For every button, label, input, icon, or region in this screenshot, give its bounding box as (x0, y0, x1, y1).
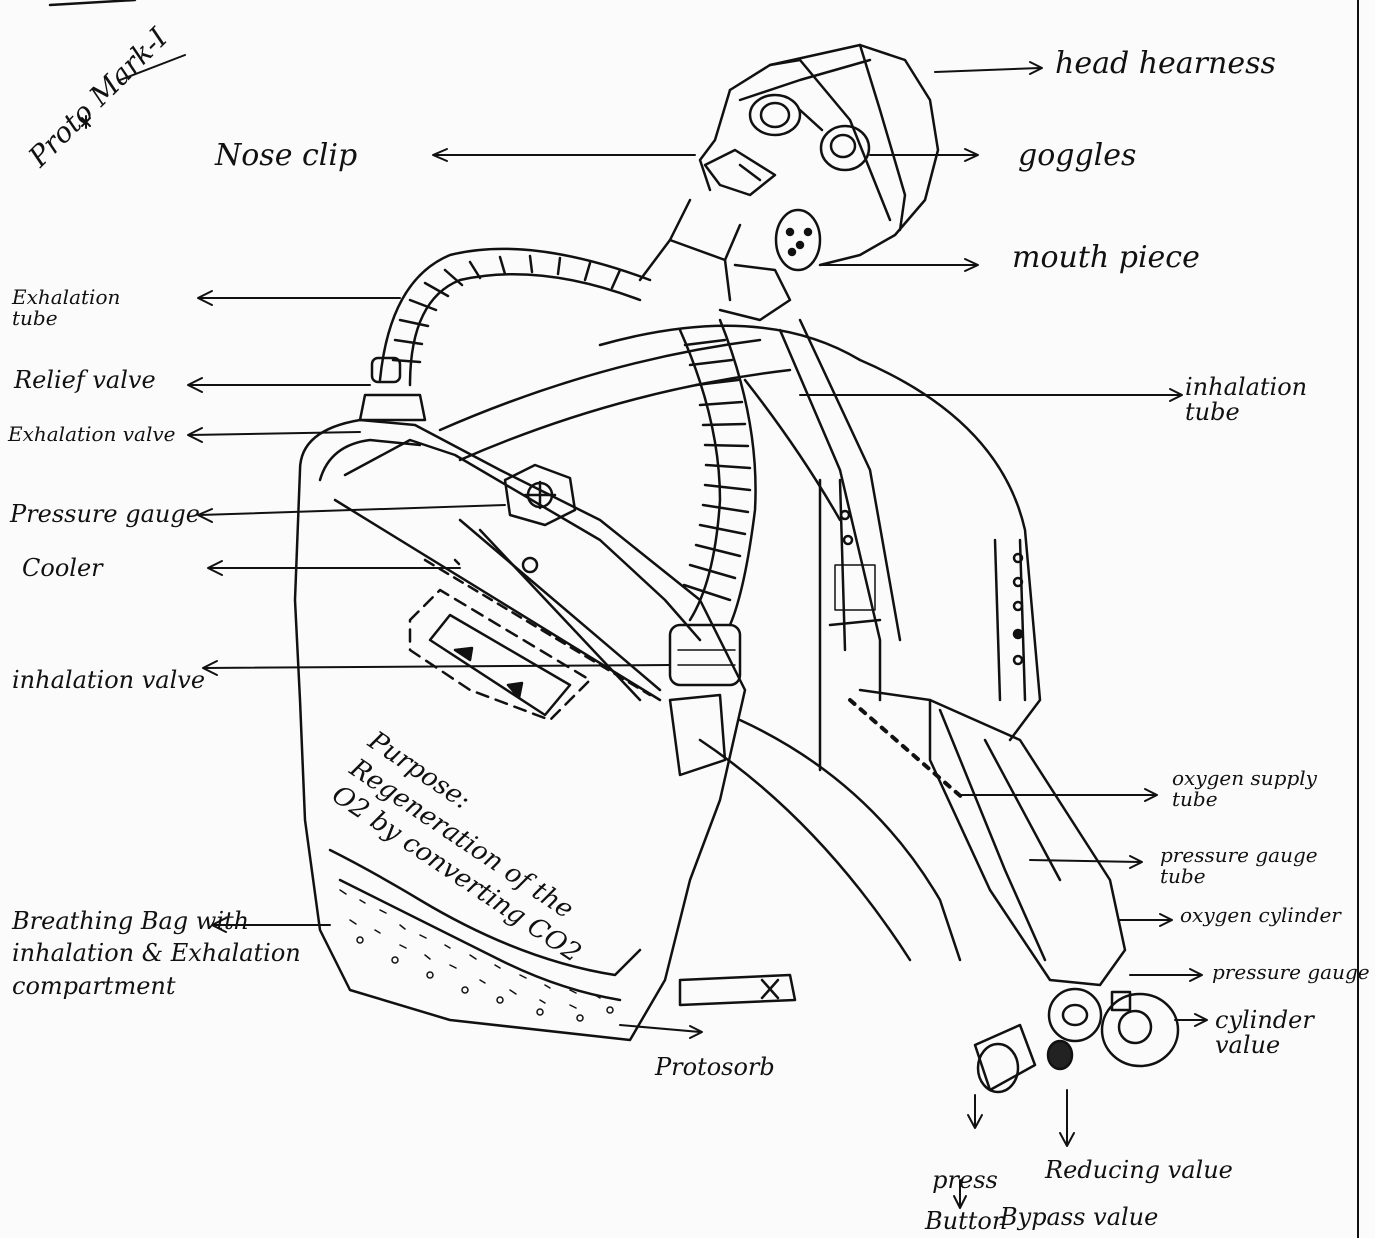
label-relief-valve: Relief valve (14, 368, 156, 393)
label-head-harness: head hearness (1055, 48, 1276, 80)
label-cylinder-valve: cylinder value (1215, 1008, 1335, 1058)
inhalation-valve-drawing (670, 695, 725, 775)
mouth-piece-drawing (776, 210, 820, 270)
label-press-button: press Button (925, 1160, 1005, 1242)
label-exhalation-valve: Exhalation valve (8, 424, 175, 445)
label-protosorb: Protosorb (655, 1055, 775, 1080)
leader-lines (188, 62, 1207, 1208)
label-cooler: Cooler (22, 556, 103, 581)
cooler-drawing (335, 440, 700, 720)
label-pressure-gauge-tube: pressure gauge tube (1160, 845, 1340, 887)
label-reducing-valve: Reducing value (1045, 1158, 1233, 1183)
label-oxygen-supply-tube: oxygen supply tube (1172, 768, 1342, 810)
inhalation-tube-drawing (670, 320, 756, 685)
relief-valve-drawing (360, 358, 425, 420)
label-inhalation-valve: inhalation valve (12, 668, 205, 693)
pressure-gauge-drawing (505, 465, 575, 525)
cylinder-valve-drawing (975, 989, 1178, 1092)
nose-clip-drawing (705, 150, 775, 195)
label-pressure-gauge-right: pressure gauge (1212, 962, 1370, 983)
label-mouth-piece: mouth piece (1012, 242, 1200, 274)
label-exhalation-tube: Exhalation tube (12, 287, 162, 329)
label-inhalation-tube: inhalation tube (1185, 375, 1325, 425)
label-pressure-gauge: Pressure gauge (10, 502, 200, 527)
label-goggles: goggles (1018, 140, 1136, 172)
goggles-drawing (750, 95, 869, 170)
exhalation-tube-drawing (380, 249, 650, 385)
label-nose-clip: Nose clip (215, 140, 357, 172)
oxygen-cylinder-drawing (850, 690, 1125, 985)
label-bypass-valve: Bypass value (1000, 1205, 1158, 1230)
label-breathing-bag: Breathing Bag with inhalation & Exhalati… (12, 905, 372, 1002)
label-oxygen-cylinder: oxygen cylinder (1180, 905, 1341, 926)
